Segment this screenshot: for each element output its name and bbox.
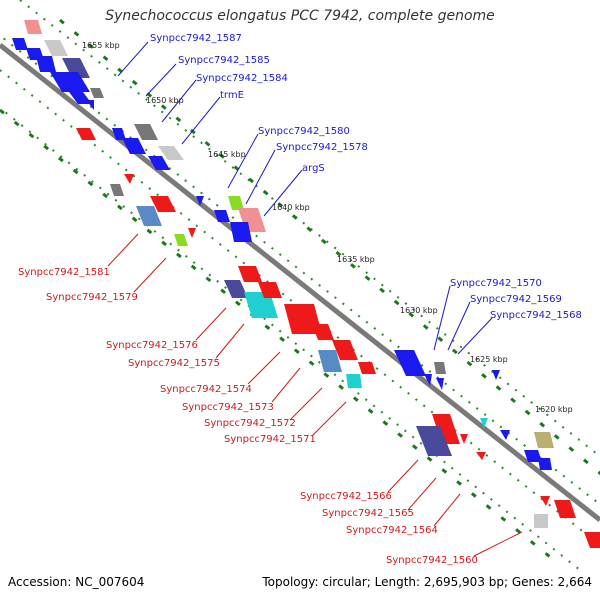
gene-feature[interactable] [228, 196, 244, 210]
gene-feature[interactable] [110, 184, 124, 196]
gene-feature[interactable] [174, 234, 188, 246]
gene-feature[interactable] [90, 88, 104, 98]
kbp-label: 1625 kbp [470, 355, 508, 364]
gene-feature[interactable] [436, 378, 444, 390]
kbp-label: 1650 kbp [146, 96, 184, 105]
genome-summary: Topology: circular; Length: 2,695,903 bp… [262, 575, 592, 589]
gene-label[interactable]: Synpcc7942_1569 [470, 294, 562, 305]
gene-feature[interactable] [492, 370, 500, 380]
gene-feature[interactable] [244, 292, 278, 318]
gene-feature[interactable] [540, 496, 550, 506]
gene-feature[interactable] [76, 128, 96, 140]
gene-feature[interactable] [332, 340, 358, 360]
gene-feature[interactable] [124, 174, 134, 184]
gene-feature[interactable] [230, 222, 252, 242]
gene-label[interactable]: argS [302, 163, 325, 174]
gene-feature[interactable] [312, 324, 334, 340]
gene-feature[interactable] [158, 146, 184, 160]
gene-label[interactable]: Synpcc7942_1560 [386, 555, 478, 566]
gene-label[interactable]: Synpcc7942_1566 [300, 491, 392, 502]
gene-feature[interactable] [150, 196, 176, 212]
genome-backbone [0, 43, 600, 522]
gene-feature[interactable] [416, 426, 452, 456]
accession-label: Accession: NC_007604 [8, 575, 145, 589]
gene-feature[interactable] [460, 434, 468, 444]
kbp-label: 1635 kbp [337, 255, 375, 264]
gene-label[interactable]: Synpcc7942_1568 [490, 310, 582, 321]
gene-feature[interactable] [524, 450, 542, 462]
gene-feature[interactable] [284, 304, 322, 334]
gene-feature[interactable] [358, 362, 376, 374]
top-gene-labels: Synpcc7942_1587 Synpcc7942_1585 Synpcc79… [150, 33, 582, 321]
gene-feature[interactable] [122, 138, 146, 154]
gene-feature[interactable] [534, 432, 554, 448]
map-title: Synechococcus elongatus PCC 7942, comple… [105, 8, 495, 24]
gene-label[interactable]: Synpcc7942_1579 [46, 292, 138, 303]
bottom-leader-lines [107, 233, 523, 557]
gene-feature[interactable] [534, 514, 548, 528]
gene-label[interactable]: Synpcc7942_1573 [182, 402, 274, 413]
gene-feature[interactable] [134, 124, 158, 140]
gene-label[interactable]: Synpcc7942_1584 [196, 73, 288, 84]
gene-label[interactable]: Synpcc7942_1565 [322, 508, 414, 519]
gene-label[interactable]: Synpcc7942_1578 [276, 142, 368, 153]
gene-feature[interactable] [148, 156, 170, 170]
kbp-label: 1655 kbp [82, 41, 120, 50]
gene-label[interactable]: Synpcc7942_1581 [18, 267, 110, 278]
gene-feature[interactable] [136, 206, 162, 226]
gene-feature[interactable] [24, 20, 42, 34]
track-lines [0, 0, 600, 571]
gene-feature[interactable] [432, 414, 460, 444]
gene-feature[interactable] [346, 374, 362, 388]
gene-label[interactable]: Synpcc7942_1572 [204, 418, 296, 429]
top-leader-lines [117, 41, 493, 355]
bottom-gene-labels: Synpcc7942_1581 Synpcc7942_1579 Synpcc79… [18, 267, 478, 566]
gene-feature[interactable] [224, 280, 248, 298]
gene-feature[interactable] [318, 350, 342, 372]
gene-label[interactable]: Synpcc7942_1580 [258, 126, 350, 137]
gene-feature[interactable] [258, 282, 282, 298]
gene-feature[interactable] [214, 210, 230, 222]
gene-feature[interactable] [50, 72, 90, 92]
gene-feature[interactable] [12, 38, 28, 50]
gene-feature[interactable] [44, 40, 68, 56]
kbp-label: 1630 kbp [400, 306, 438, 315]
gene-feature[interactable] [66, 88, 92, 104]
gene-label[interactable]: Synpcc7942_1574 [160, 384, 252, 395]
gene-feature[interactable] [196, 196, 204, 206]
gene-feature[interactable] [36, 56, 56, 72]
gene-label[interactable]: Synpcc7942_1571 [224, 434, 316, 445]
gene-feature[interactable] [500, 430, 510, 440]
gene-feature[interactable] [394, 350, 426, 376]
gene-feature[interactable] [188, 228, 196, 238]
gene-feature[interactable] [554, 500, 576, 518]
gene-label[interactable]: Synpcc7942_1570 [450, 278, 542, 289]
gene-feature[interactable] [86, 100, 94, 110]
gene-feature[interactable] [476, 452, 486, 460]
kbp-axis: 1655 kbp 1650 kbp 1645 kbp 1640 kbp 1635… [82, 41, 573, 414]
gene-feature[interactable] [62, 58, 90, 78]
gene-label[interactable]: Synpcc7942_1575 [128, 358, 220, 369]
gene-feature[interactable] [584, 532, 600, 548]
kbp-label: 1640 kbp [272, 203, 310, 212]
gene-feature[interactable] [434, 362, 446, 374]
track-lines-heavy [0, 18, 600, 567]
kbp-label: 1645 kbp [208, 150, 246, 159]
gene-label[interactable]: Synpcc7942_1564 [346, 525, 438, 536]
gene-feature[interactable] [238, 266, 262, 282]
gene-label[interactable]: Synpcc7942_1587 [150, 33, 242, 44]
gene-label[interactable]: trmE [220, 90, 244, 101]
gene-label[interactable]: Synpcc7942_1576 [106, 340, 198, 351]
gene-features [12, 20, 600, 548]
gene-label[interactable]: Synpcc7942_1585 [178, 55, 270, 66]
kbp-label: 1620 kbp [535, 405, 573, 414]
gene-feature[interactable] [538, 458, 552, 470]
gene-feature[interactable] [480, 418, 488, 428]
gene-feature[interactable] [424, 374, 432, 386]
gene-feature[interactable] [112, 128, 126, 140]
